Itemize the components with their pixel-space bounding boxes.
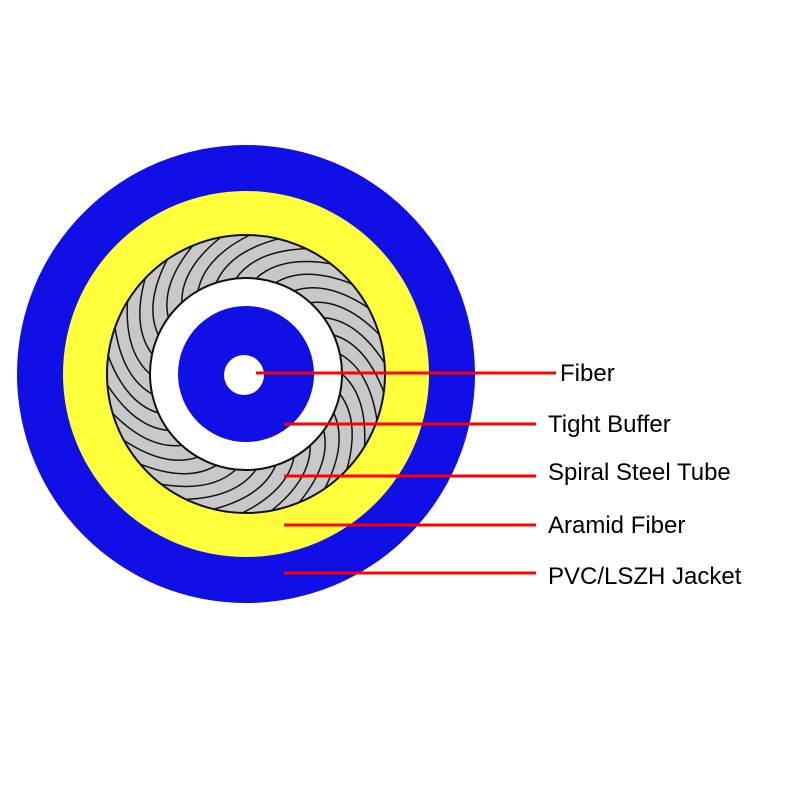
spiral-steel-lines: [106, 234, 386, 514]
spiral-line: [140, 463, 217, 475]
spiral-line: [123, 439, 199, 461]
spiral-line: [215, 238, 279, 283]
label-pvc-lszh-jacket: PVC/LSZH Jacket: [548, 563, 742, 590]
spiral-line: [341, 373, 366, 447]
spiral-line: [275, 273, 352, 285]
spiral-line: [339, 393, 353, 470]
spiral-line: [152, 259, 168, 336]
spiral-line: [161, 468, 237, 488]
spiral-line: [310, 301, 380, 336]
spiral-line: [114, 327, 153, 395]
fiber-core: [224, 355, 264, 395]
spiral-line: [298, 430, 326, 503]
spiral-line: [255, 260, 331, 280]
spiral-line: [213, 465, 277, 510]
spiral-line: [333, 334, 385, 393]
spiral-line: [339, 353, 378, 421]
spiral-line: [324, 412, 340, 489]
spiral-line: [181, 236, 222, 303]
spiral-line: [106, 384, 169, 432]
spiral-line: [241, 456, 295, 514]
spiral-line: [166, 245, 194, 318]
spiral-line: [186, 469, 257, 501]
spiral-line: [235, 247, 306, 279]
label-tight-buffer: Tight Buffer: [548, 411, 671, 438]
spiral-line: [197, 234, 251, 292]
spiral-line: [270, 445, 311, 512]
spiral-line: [126, 301, 151, 375]
spiral-line: [293, 287, 369, 309]
label-fiber: Fiber: [560, 360, 615, 387]
spiral-line: [323, 316, 386, 364]
spiral-line: [139, 278, 153, 355]
label-spiral-steel-tube: Spiral Steel Tube: [548, 459, 731, 486]
spiral-line: [112, 412, 182, 447]
spiral-line: [107, 355, 159, 414]
label-aramid-fiber: Aramid Fiber: [548, 512, 685, 539]
